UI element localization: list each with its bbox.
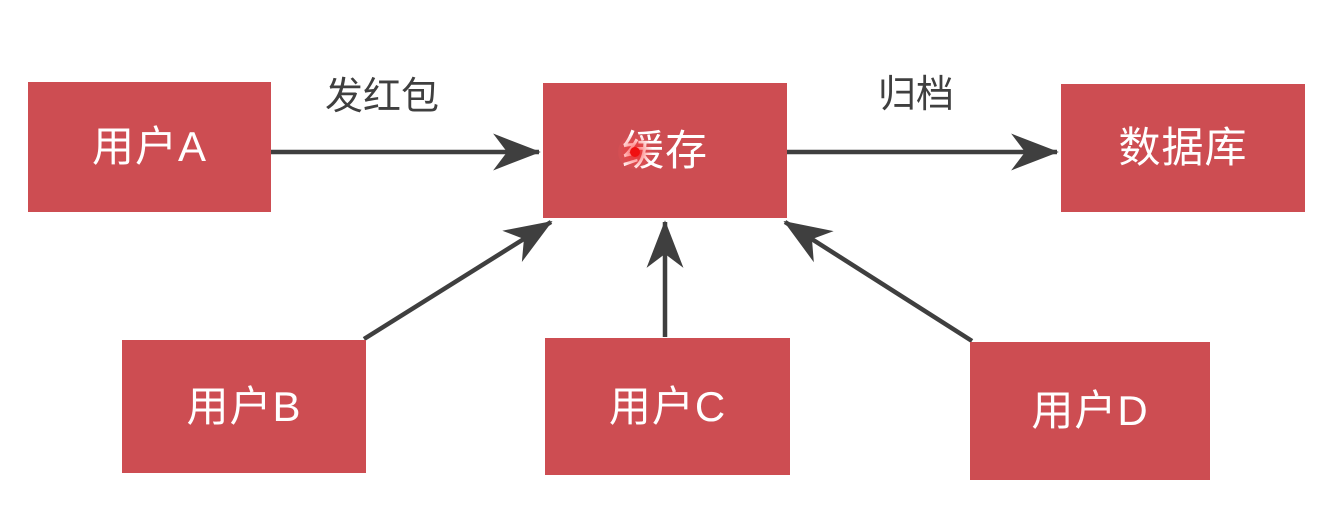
edge-label-send-red-packet: 发红包: [325, 76, 440, 118]
node-cache-label: 缓存: [621, 126, 708, 174]
node-user-b-label: 用户B: [186, 382, 302, 430]
edge-user-b-to-cache: [362, 220, 553, 341]
node-user-a[interactable]: 用户A: [28, 82, 271, 212]
edge-label-archive: 归档: [878, 74, 955, 116]
node-user-b[interactable]: 用户B: [122, 340, 366, 473]
node-database[interactable]: 数据库: [1061, 84, 1305, 212]
node-user-d[interactable]: 用户D: [970, 342, 1210, 480]
node-user-c[interactable]: 用户C: [545, 338, 790, 475]
node-cache[interactable]: 缓存: [543, 83, 787, 218]
node-user-a-label: 用户A: [91, 123, 207, 170]
node-user-d-label: 用户D: [1031, 387, 1149, 434]
node-user-c-label: 用户C: [608, 382, 727, 430]
node-database-label: 数据库: [1118, 124, 1248, 171]
edge-user-d-to-cache: [783, 220, 974, 343]
